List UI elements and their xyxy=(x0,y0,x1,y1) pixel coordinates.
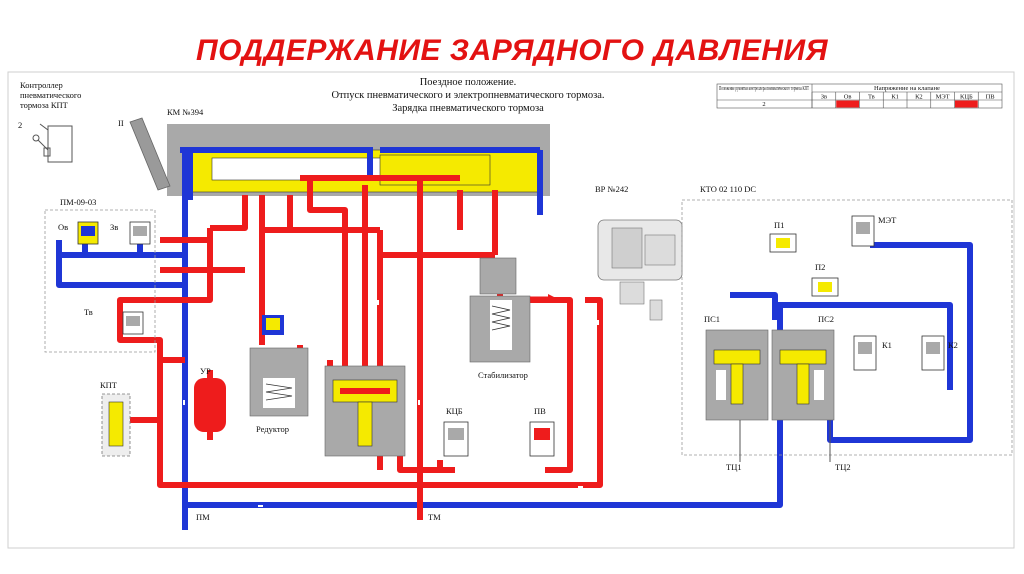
ov-valve-icon xyxy=(77,221,99,245)
kpt-label: КПТ xyxy=(100,380,118,390)
pv-label: ПВ xyxy=(534,406,546,416)
met-valve-icon xyxy=(851,215,875,247)
pm0903-label: ПМ-09-03 xyxy=(60,197,96,207)
diagram-frame xyxy=(7,71,1015,549)
p1-valve-icon xyxy=(769,233,797,253)
table-col-header: К2 xyxy=(915,94,923,101)
ps1-label: ПС1 xyxy=(704,314,720,324)
controller-label-1: Контроллер xyxy=(20,80,63,90)
table-position: 2 xyxy=(762,101,765,108)
zv-valve-icon xyxy=(129,221,151,245)
k2-label: К2 xyxy=(948,340,958,350)
table-cell-energized xyxy=(836,100,859,108)
p2-label: П2 xyxy=(815,262,825,272)
ktsb-valve-icon xyxy=(443,421,469,457)
pm-label: ПМ xyxy=(196,512,210,522)
pm0903-frame xyxy=(44,209,156,353)
met-label: МЭТ xyxy=(878,215,897,225)
tv-label: Тв xyxy=(84,307,93,317)
tm-label: ТМ xyxy=(428,512,441,522)
controller-handle xyxy=(129,117,171,191)
tts1-label: ТЦ1 xyxy=(726,462,742,472)
p1-label: П1 xyxy=(774,220,784,230)
k1-valve-icon xyxy=(853,335,877,371)
tc-outlets xyxy=(739,420,831,462)
reduktor-icon xyxy=(249,315,309,417)
ps1-valve-icon xyxy=(705,329,769,421)
zv-label: Зв xyxy=(110,222,118,232)
slide-title: ПОДДЕРЖАНИЕ ЗАРЯДНОГО ДАВЛЕНИЯ xyxy=(196,34,828,67)
ps2-valve-icon xyxy=(771,329,835,421)
ktsb-label: КЦБ xyxy=(446,406,463,416)
relay-valve-icon xyxy=(324,365,406,457)
controller-pos-ii: II xyxy=(118,118,124,128)
kto-frame xyxy=(681,199,1013,456)
table-col-header: Тв xyxy=(868,94,875,101)
controller-icon xyxy=(32,123,73,163)
vr-label: ВР №242 xyxy=(595,184,628,194)
controller-label-3: тормоза КПТ xyxy=(20,100,69,110)
table-col-header: ПВ xyxy=(986,94,996,101)
tv-valve-icon xyxy=(122,311,144,335)
pipe-joints xyxy=(183,246,599,507)
controller-label-2: пневматического xyxy=(20,90,81,100)
header-line-1: Поездное положение. xyxy=(420,77,517,88)
pv-valve-icon xyxy=(529,421,555,457)
table-col-header: Ов xyxy=(844,94,852,101)
table-col-header: Зв xyxy=(821,94,827,101)
table-col-header: К1 xyxy=(891,94,899,101)
table-group-header: Напряжение на клапане xyxy=(874,85,940,92)
kto-label: КТО 02 110 DC xyxy=(700,184,756,194)
stabilizator-icon xyxy=(469,257,556,363)
solenoid-table: Зв Ов Тв К1 К2 МЭТ КЦБ ПВ xyxy=(716,83,1003,109)
vr-valve-icon xyxy=(597,219,683,321)
ps2-label: ПС2 xyxy=(818,314,834,324)
kpt-valve-icon xyxy=(101,393,131,457)
ur-label: УР xyxy=(200,366,211,376)
table-col-header: МЭТ xyxy=(936,94,950,101)
table-col-header: КЦБ xyxy=(960,94,973,101)
k1-label: К1 xyxy=(882,340,892,350)
tts2-label: ТЦ2 xyxy=(835,462,851,472)
k2-valve-icon xyxy=(921,335,945,371)
p2-valve-icon xyxy=(811,277,839,297)
table-cell-energized xyxy=(955,100,978,108)
ov-label: Ов xyxy=(58,222,68,232)
controller-pos-2: 2 xyxy=(18,120,22,130)
reduktor-label: Редуктор xyxy=(256,424,289,434)
header-line-2: Отпуск пневматического и электропневмати… xyxy=(331,90,604,101)
ur-reservoir-icon xyxy=(194,378,226,432)
table-row-header: Положение рукоятки контроллера пневматич… xyxy=(719,85,809,92)
km-label: КМ №394 xyxy=(167,107,204,117)
km-block xyxy=(167,124,550,200)
stabilizator-label: Стабилизатор xyxy=(478,370,528,380)
header-line-3: Зарядка пневматического тормоза xyxy=(392,103,544,114)
